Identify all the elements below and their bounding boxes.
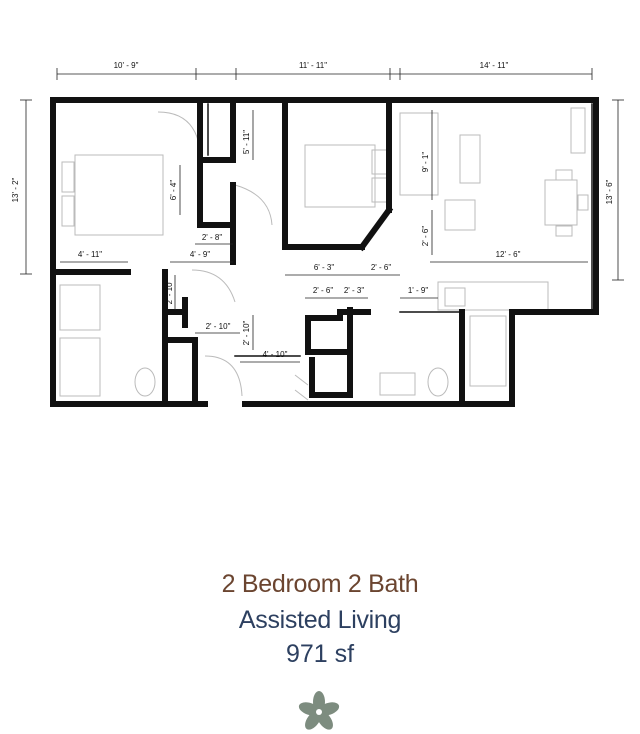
flower-logo-icon xyxy=(298,691,340,730)
dim-closet-v: 2' - 10" xyxy=(165,279,174,304)
dim-bed1-mid: 6' - 4" xyxy=(169,180,178,201)
floor-plan: 10' - 9" 11' - 11" 14' - 11" 13' - 2" 13… xyxy=(11,61,624,407)
dim-hall-e: 2' - 6" xyxy=(313,286,334,295)
dim-living-w: 12' - 6" xyxy=(496,250,521,259)
dim-kitchen: 1' - 9" xyxy=(408,286,429,295)
care-level-label: Assisted Living xyxy=(238,606,402,634)
walls xyxy=(50,97,599,407)
dim-hall-d: 2' - 6" xyxy=(371,263,392,272)
dim-top-left: 10' - 9" xyxy=(114,61,139,70)
dim-hall-f: 2' - 3" xyxy=(344,286,365,295)
dim-living-mid: 9' - 1" xyxy=(421,152,430,173)
dim-top-mid: 11' - 11" xyxy=(299,61,327,70)
dim-left: 13' - 2" xyxy=(11,177,20,202)
dim-closet-h: 5' - 11" xyxy=(242,130,251,154)
dim-entry-v: 2' - 10" xyxy=(242,320,251,345)
unit-type-title: 2 Bedroom 2 Bath xyxy=(221,570,419,598)
dimension-labels: 10' - 9" 11' - 11" 14' - 11" 13' - 2" 13… xyxy=(11,61,614,359)
dim-top-right: 14' - 11" xyxy=(480,61,509,70)
square-footage: 971 sf xyxy=(285,640,355,668)
dim-bath1-w: 4' - 11" xyxy=(78,250,102,259)
dimension-lines xyxy=(20,68,624,363)
dim-hall-a: 2' - 8" xyxy=(202,233,223,242)
dim-hall-b: 4' - 9" xyxy=(190,250,211,259)
dim-entry-w: 2' - 10" xyxy=(206,322,231,331)
dim-right: 13' - 6" xyxy=(605,179,614,204)
dim-living-small: 2' - 6" xyxy=(421,226,430,247)
dim-hall-c: 6' - 3" xyxy=(314,263,335,272)
dim-entry-l: 4' - 10" xyxy=(263,350,288,359)
